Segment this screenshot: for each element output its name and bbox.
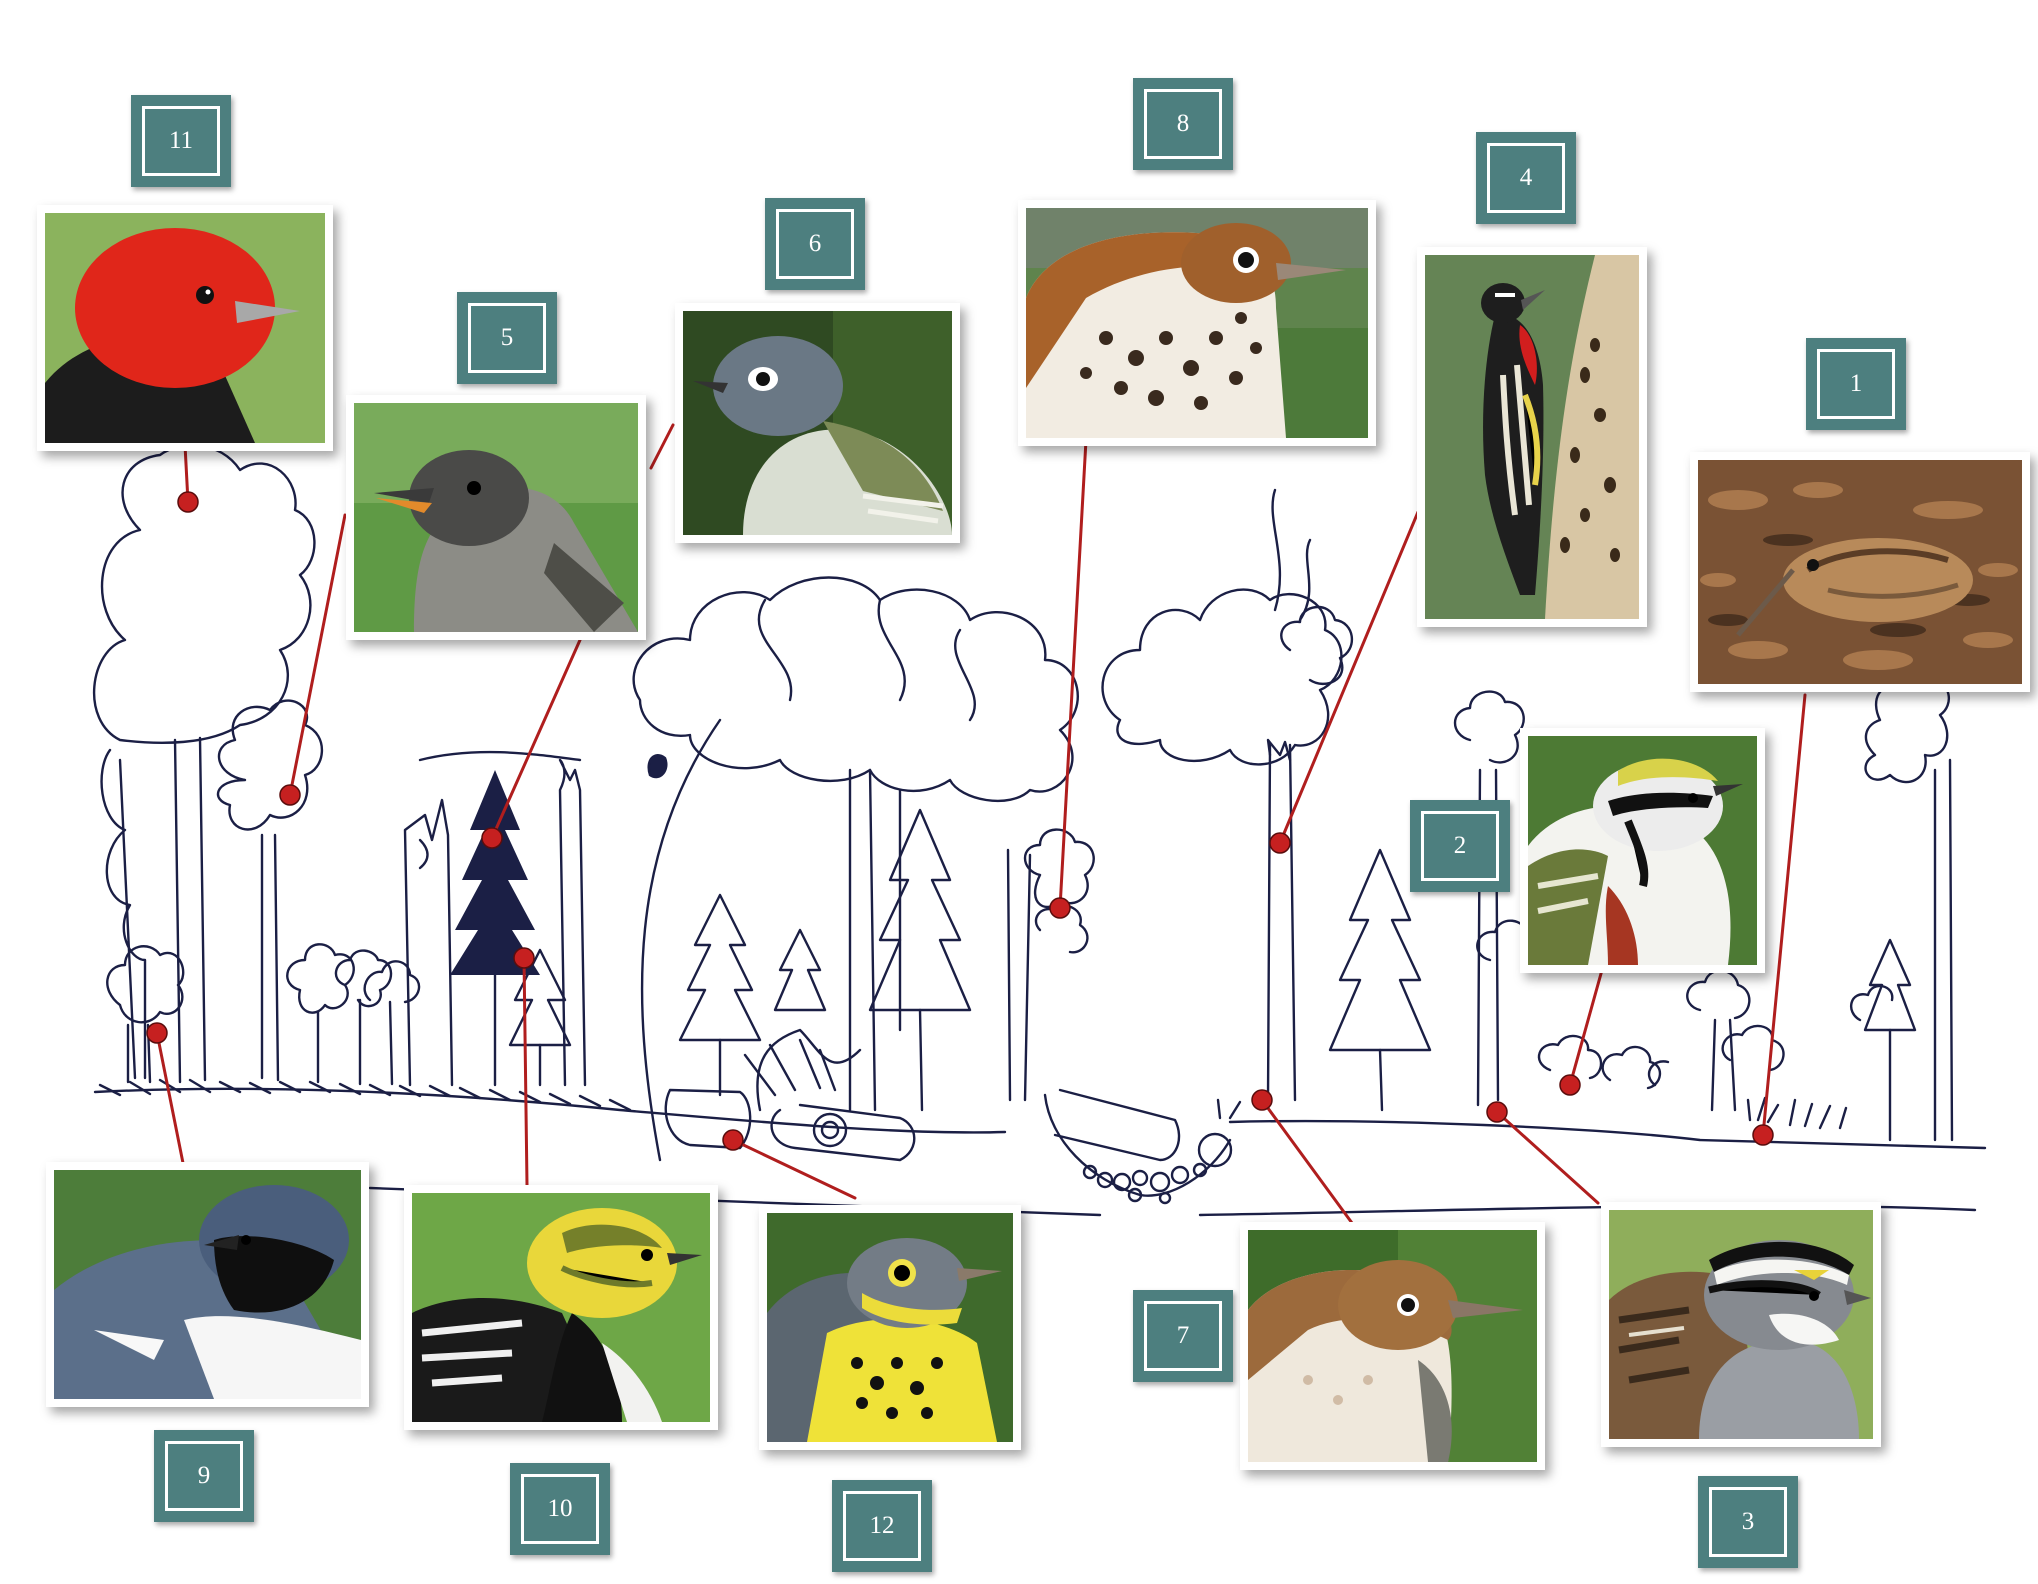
photo-card-10 [404, 1185, 718, 1430]
leader-line-3 [1495, 1110, 1600, 1205]
canopy-outline [632, 576, 1079, 803]
leader-line-8 [1058, 438, 1088, 910]
leader-line-2 [1568, 968, 1604, 1087]
warbler-icon [412, 1193, 710, 1422]
warbler-icon [54, 1170, 361, 1399]
canopy-outline [1101, 588, 1343, 766]
canopy-outline [92, 444, 316, 744]
spotted-thrush-icon [1026, 208, 1368, 438]
habitat-marker-3 [1486, 1101, 1508, 1123]
woodpecker-icon [1425, 255, 1639, 619]
tanager-icon [45, 213, 325, 443]
leader-line-10 [522, 956, 529, 1187]
leader-line-1 [1761, 693, 1807, 1137]
vireo-icon [683, 311, 952, 535]
photo-card-8 [1018, 200, 1376, 446]
badge-label: 3 [1709, 1487, 1787, 1557]
woodcock-icon [1698, 460, 2022, 684]
badge-label: 1 [1817, 349, 1895, 419]
badge-2: 2 [1410, 800, 1510, 892]
badge-11: 11 [131, 95, 231, 187]
badge-7: 7 [1133, 1290, 1233, 1382]
sparrow-icon [1609, 1210, 1873, 1439]
badge-label: 5 [468, 303, 546, 373]
badge-label: 8 [1144, 89, 1222, 159]
photo-card-3 [1601, 1202, 1881, 1447]
habitat-marker-9 [146, 1022, 168, 1044]
badge-label: 7 [1144, 1301, 1222, 1371]
badge-label: 6 [776, 209, 854, 279]
leader-line-12 [731, 1138, 857, 1200]
badge-3: 3 [1698, 1476, 1798, 1568]
photo-card-1 [1690, 452, 2030, 692]
badge-label: 11 [142, 106, 220, 176]
badge-label: 10 [521, 1474, 599, 1544]
habitat-marker-10 [513, 947, 535, 969]
photo-card-12 [759, 1205, 1021, 1450]
photo-card-9 [46, 1162, 369, 1407]
badge-4: 4 [1476, 132, 1576, 224]
badge-label: 9 [165, 1441, 243, 1511]
badge-6: 6 [765, 198, 865, 290]
badge-label: 12 [843, 1491, 921, 1561]
flycatcher-icon [354, 403, 638, 632]
badge-9: 9 [154, 1430, 254, 1522]
habitat-marker-2 [1559, 1074, 1581, 1096]
warbler-icon [1528, 736, 1757, 965]
badge-12: 12 [832, 1480, 932, 1572]
habitat-marker-1 [1752, 1124, 1774, 1146]
badge-1: 1 [1806, 338, 1906, 430]
leader-line-6 [649, 423, 675, 470]
habitat-marker-5 [279, 784, 301, 806]
leader-line-5 [288, 513, 347, 797]
badge-8: 8 [1133, 78, 1233, 170]
leader-line-5b [490, 638, 582, 840]
habitat-marker-8 [1049, 897, 1071, 919]
badge-label: 2 [1421, 811, 1499, 881]
photo-card-7 [1240, 1222, 1545, 1470]
photo-card-11 [37, 205, 333, 451]
habitat-marker-11 [177, 491, 199, 513]
warbler-icon [767, 1213, 1013, 1442]
leader-line-4 [1278, 510, 1420, 845]
photo-card-4 [1417, 247, 1647, 627]
ground-line [1228, 1119, 1987, 1150]
badge-label: 4 [1487, 143, 1565, 213]
photo-card-2 [1520, 728, 1765, 973]
habitat-marker-5b [481, 827, 503, 849]
badge-5: 5 [457, 292, 557, 384]
badge-10: 10 [510, 1463, 610, 1555]
ground-line [93, 1087, 1007, 1134]
habitat-marker-4 [1269, 832, 1291, 854]
leader-line-9 [155, 1031, 185, 1165]
habitat-marker-12 [722, 1129, 744, 1151]
photo-card-5 [346, 395, 646, 640]
habitat-marker-7 [1251, 1089, 1273, 1111]
thrush-icon [1248, 1230, 1537, 1462]
leader-line-7 [1260, 1098, 1354, 1225]
photo-card-6 [675, 303, 960, 543]
